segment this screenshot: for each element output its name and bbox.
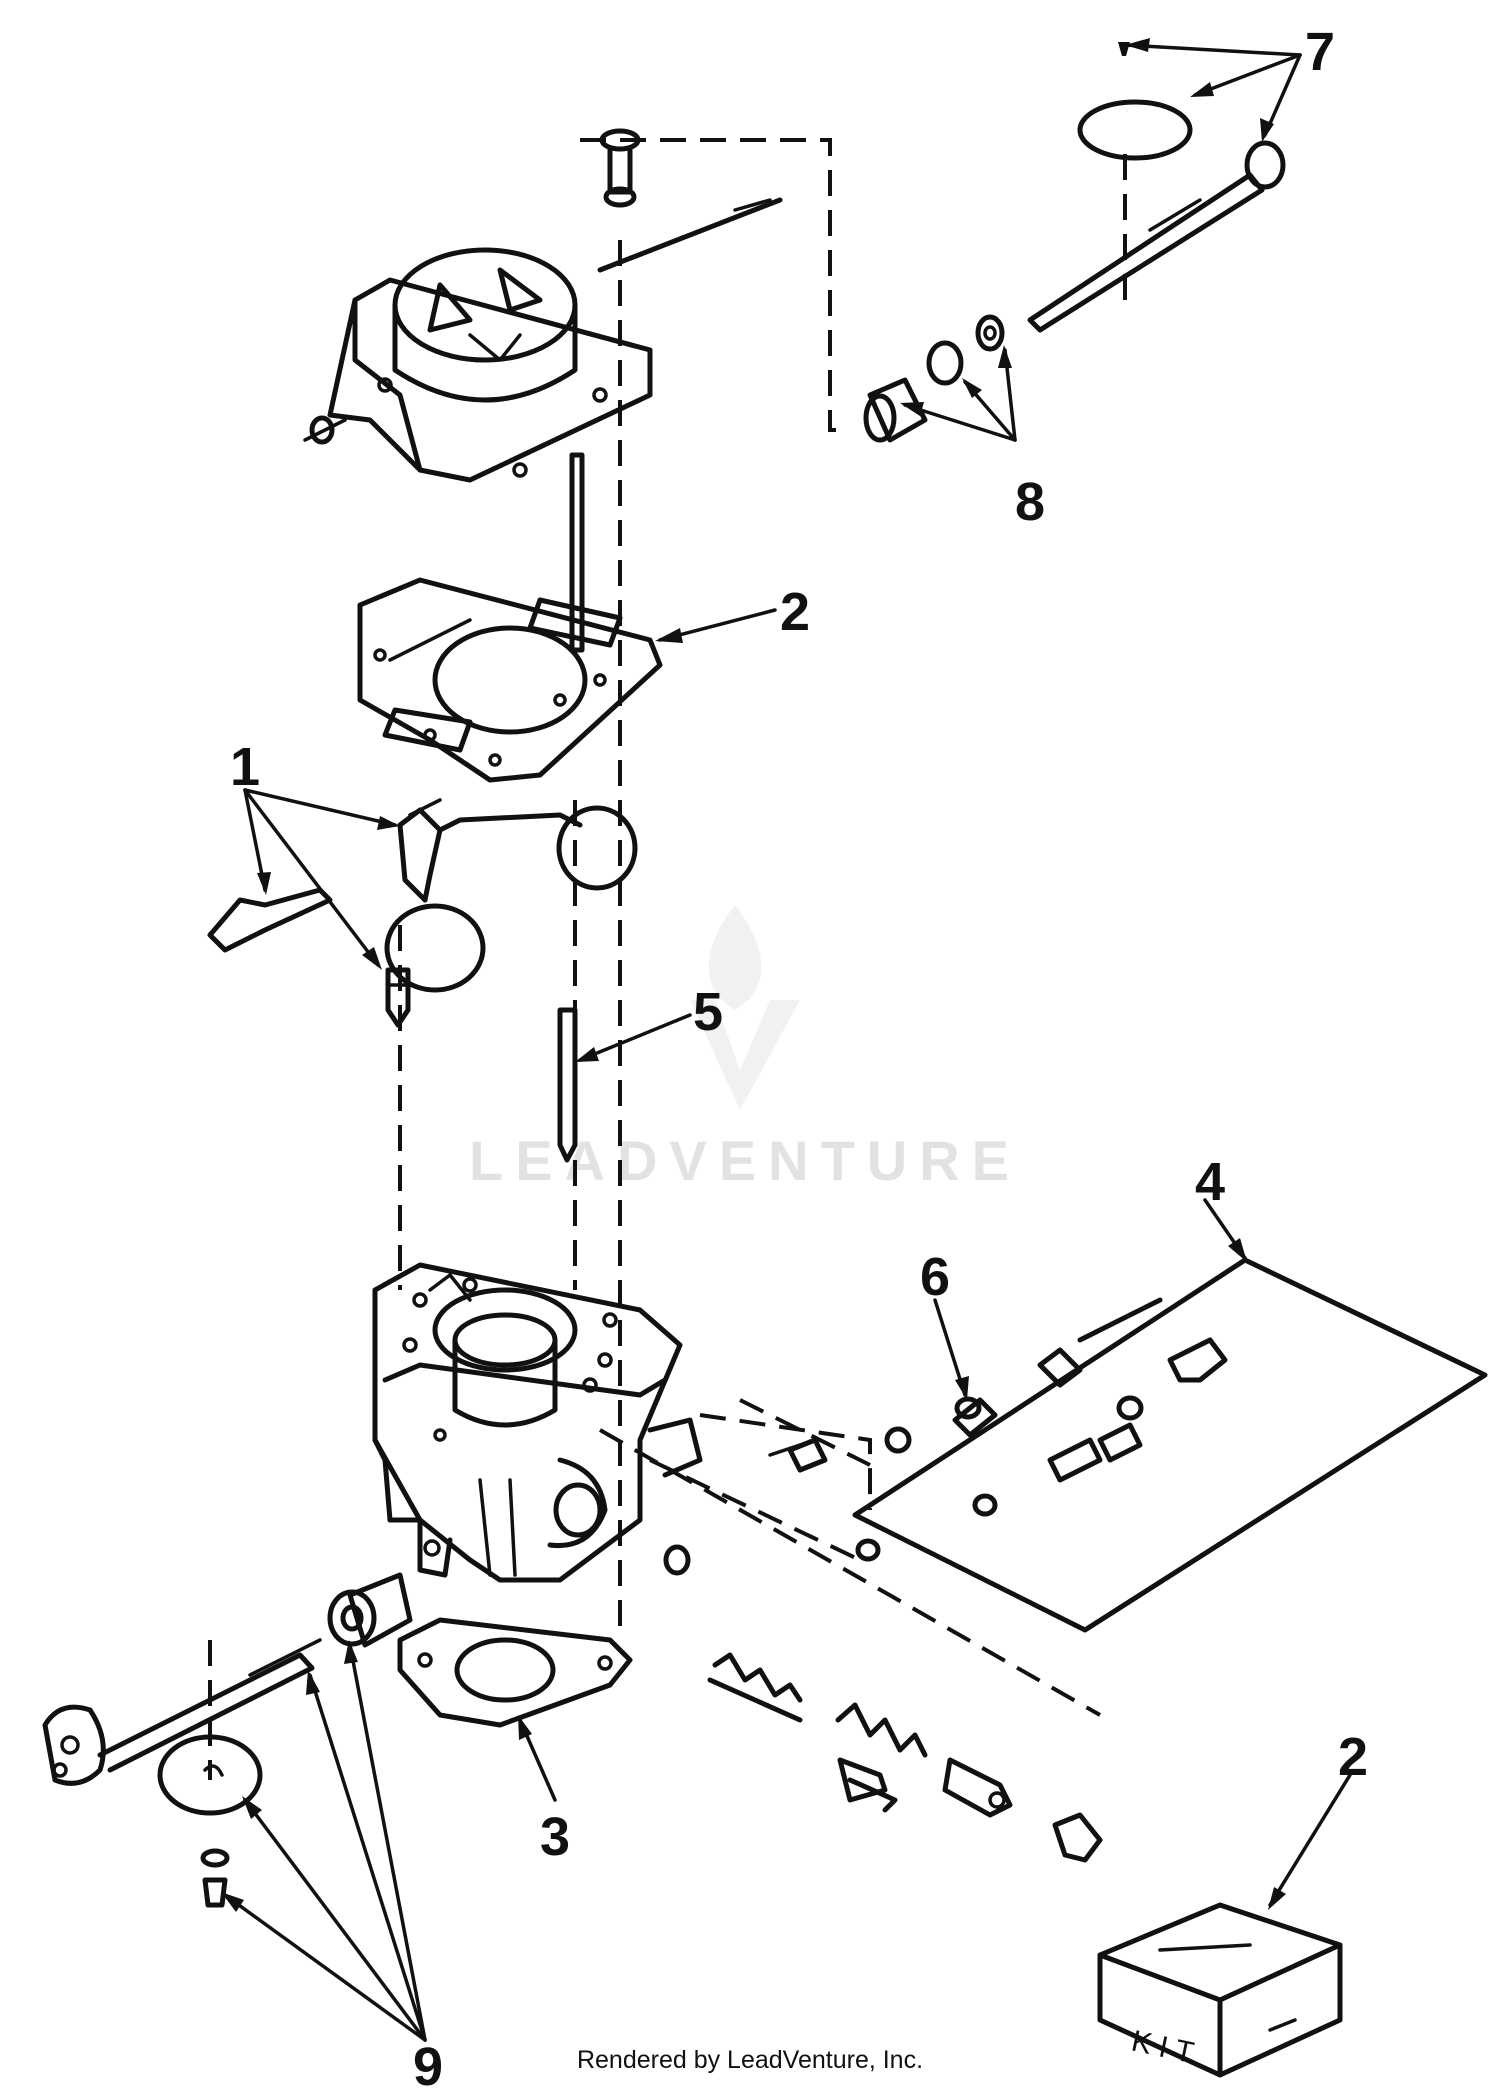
top-shaft-axis [580,138,840,432]
choke-shaft-lever [42,1638,322,1786]
mounting-gasket [397,1617,633,1728]
float-hinge-clip [207,887,333,953]
idle-screw-parts [663,1437,881,1576]
choke-plate-screw [200,1848,230,1908]
callout-7: 7 [1305,22,1335,82]
footer-credit: Rendered by LeadVenture, Inc. [576,2046,924,2074]
top-screw [599,128,641,208]
callout-6: 6 [920,1247,950,1307]
spring-clip [1052,1812,1103,1863]
parts-bag [852,1257,1488,1633]
float-hinge-pin [557,1007,578,1163]
callout-9: 9 [413,2037,443,2089]
throttle-shaft [1027,140,1286,333]
watermark-text: LEADVENTURE [469,1129,1021,1192]
kit-link-axis [699,1413,872,1510]
callout-2-kit: 2 [1338,1727,1368,1787]
inlet-needle [385,967,411,1028]
shaft-bushing [327,1572,413,1648]
cover-side-washer [303,415,347,445]
cover-gasket [357,577,663,783]
callout-1: 1 [230,737,260,797]
watermark: LEADVENTURE [469,905,1021,1192]
alignment-lines [208,138,1127,1780]
idle-speed-screw [837,1757,898,1813]
spring-screw-axis [599,1428,1101,1717]
callout-2-gasket: 2 [780,582,810,642]
mixture-screw [942,1757,1013,1818]
carburetor-top-cover [327,197,783,483]
throttle-plate [1077,99,1193,161]
carburetor-body [372,1262,703,1583]
float-assembly [384,798,638,993]
callout-3: 3 [540,1807,570,1867]
callout-5: 5 [693,982,723,1042]
callout-8: 8 [1015,472,1045,532]
watermark-logo-icon [690,905,800,1110]
leader-lines [221,38,1352,2042]
inlet-seat [884,1397,998,1454]
vent-tube [597,197,783,273]
choke-plate [157,1734,263,1816]
throttle-seal-parts [863,314,1005,443]
callout-labels: 7 8 2 1 5 6 4 3 9 2 [230,22,1368,2089]
idle-screw-axis [739,1398,871,1467]
bag-part-pin [1077,1297,1163,1343]
float-pin [569,452,585,653]
callout-4: 4 [1195,1152,1225,1212]
idle-speed-spring [707,1652,803,1723]
mixture-spring [835,1702,928,1758]
